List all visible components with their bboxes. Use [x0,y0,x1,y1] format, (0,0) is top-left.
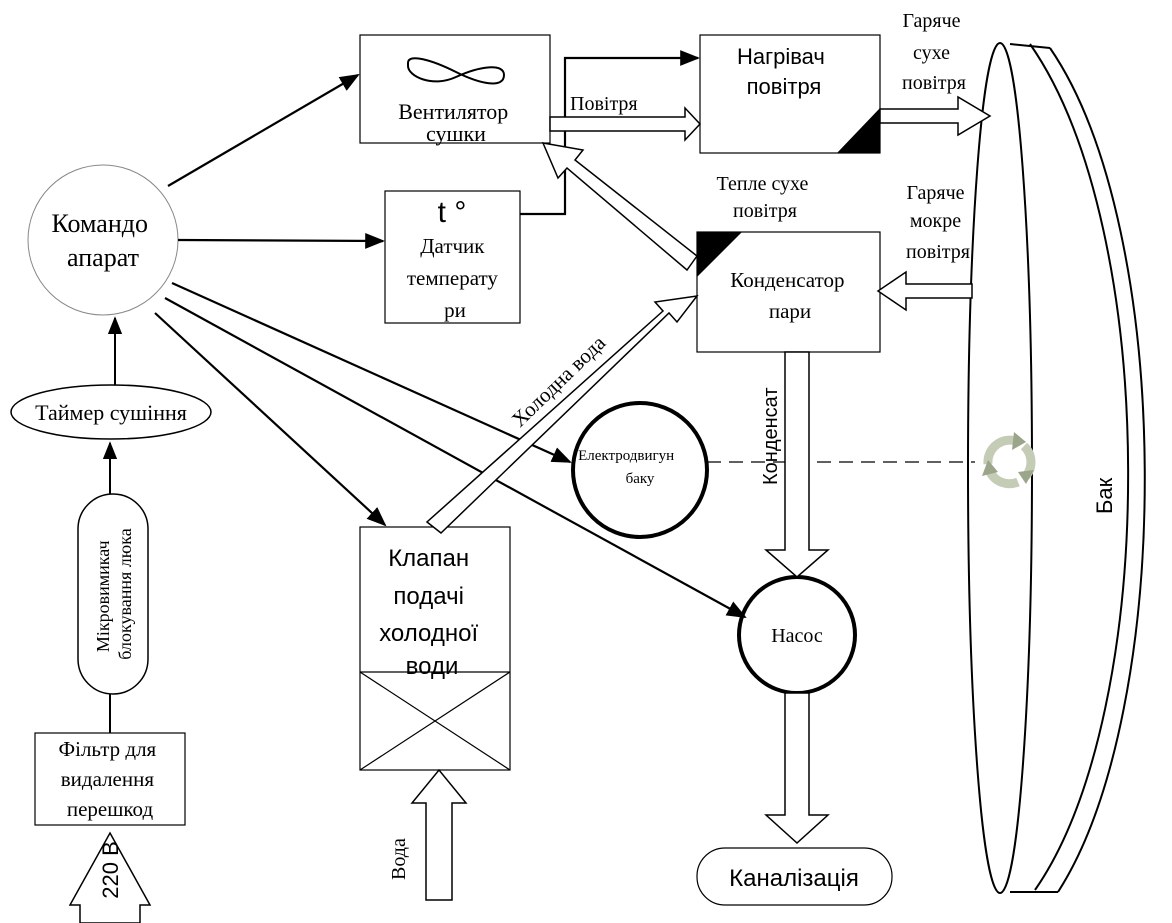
heater-corner-mark [837,108,880,153]
fan-icon [407,57,506,85]
control-lines [154,50,747,618]
valve-box [359,526,511,771]
hot-dry-air-arrow [879,95,992,137]
temp-sensor-box [384,190,521,324]
drum-label: Бак [1092,477,1117,514]
microswitch-label: Мікровимикач блокування люка [93,528,135,659]
sewer-box [696,847,893,906]
hot-dry-air-label: Гаряче сухе повітря [902,10,966,94]
hot-wet-air-label: Гаряче мокре повітря [906,182,970,263]
power-label: 220 В [98,841,123,899]
condensate-label: Конденсат [760,388,782,486]
cold-water-arrow [425,294,699,534]
hot-wet-air-arrow [876,270,973,312]
timer-label: Таймер сушіння [35,400,187,425]
condenser-box [696,231,881,353]
condensate-arrow [763,351,831,578]
filter-label: Фільтр для видалення перешкод [59,737,162,821]
valve-label: Клапан подачі холодної води [379,545,485,680]
heater-label: Нагрівач повітря [737,44,831,99]
air-label: Повітря [570,93,638,115]
water-inlet-arrow [410,768,468,901]
microswitch-box [77,493,149,695]
flow-arrows [410,95,992,901]
temp-sensor-label: Датчик температу ри [407,234,503,322]
heater-box [699,34,881,154]
temp-symbol: t ° [438,196,467,229]
fan-box [359,34,551,144]
warm-dry-air-arrow [541,142,699,272]
pump-label: Насос [771,625,823,647]
motor-circle [571,401,709,539]
motor-label: Електродвигун баку [578,448,678,487]
condenser-corner-mark [697,232,742,277]
recycle-icon [982,432,1036,489]
drum [967,42,1146,894]
sewer-label: Каналізація [729,865,859,892]
filter-box [34,732,186,826]
power-arrow [68,831,152,923]
water-label: Вода [388,838,410,880]
timer-box [10,384,212,440]
warm-dry-air-label: Тепле сухе повітря [717,173,814,222]
controller-label: Командо апарат [51,209,154,272]
controller-circle [27,164,179,316]
air-flow-arrow [549,106,702,142]
condenser-label: Конденсатор пари [730,268,849,323]
fan-label: Вентилятор сушки [398,99,514,146]
drain-arrow [764,692,830,845]
